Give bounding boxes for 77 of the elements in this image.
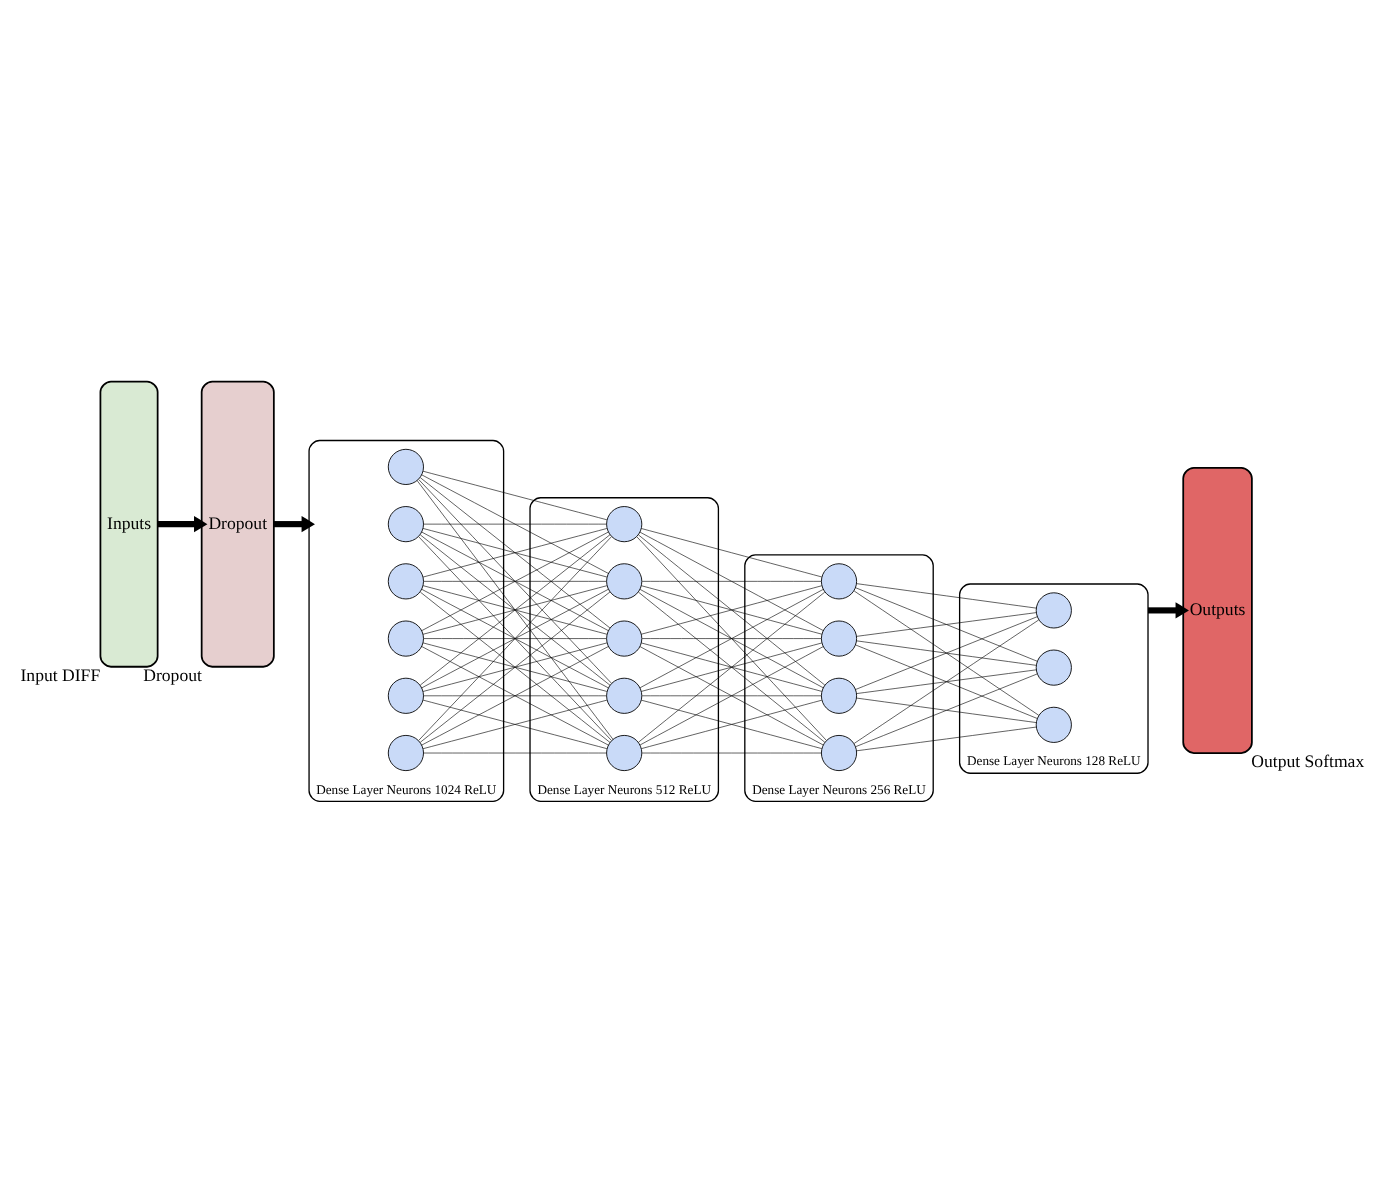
connector (416, 479, 614, 739)
connector (641, 751, 822, 753)
connector (418, 535, 612, 740)
node-circle (606, 676, 643, 713)
node-circle (820, 562, 858, 599)
connector (636, 535, 827, 740)
connector (641, 698, 823, 748)
node-box: Outputs (1182, 465, 1253, 753)
connector (856, 639, 1037, 665)
connector (423, 751, 607, 753)
connector (422, 527, 608, 577)
cluster (958, 582, 1149, 773)
connector (422, 698, 608, 748)
connector (422, 469, 608, 520)
node-label: Output Softmax (1251, 750, 1365, 771)
node-circle (1035, 648, 1072, 685)
connector (641, 527, 823, 577)
node-circle (820, 676, 858, 713)
node-box: Inputs (99, 379, 159, 667)
node-circle (1035, 591, 1072, 628)
connector (641, 584, 823, 634)
connector (856, 668, 1037, 693)
connector (422, 641, 608, 691)
node-circle (820, 733, 858, 771)
connector (641, 694, 822, 696)
connector (856, 725, 1037, 751)
node-label: Input DIFF (20, 663, 101, 684)
connector (420, 476, 611, 628)
connector (421, 587, 609, 688)
connector (855, 643, 1038, 718)
connector (855, 615, 1038, 689)
connector (639, 588, 824, 688)
connector (856, 611, 1037, 636)
connector (420, 590, 611, 742)
connector (638, 533, 826, 685)
connector (855, 672, 1038, 747)
connector (420, 533, 611, 685)
connector (421, 530, 609, 630)
connector (421, 645, 609, 745)
connector (641, 637, 822, 638)
connector (641, 580, 822, 581)
cluster (308, 438, 505, 802)
node-circle (387, 447, 424, 484)
connector (641, 641, 823, 691)
connector (423, 694, 607, 696)
node-circle (606, 733, 643, 771)
node-circle (387, 733, 424, 771)
connector (856, 696, 1037, 722)
connector (421, 473, 609, 573)
connector (855, 586, 1038, 661)
node-circle (1035, 705, 1072, 742)
node-circle (387, 562, 424, 599)
cluster (744, 553, 934, 802)
connector (856, 582, 1037, 608)
node-circle (387, 676, 424, 713)
connector (423, 580, 607, 581)
connector (638, 590, 826, 742)
arrow (273, 514, 315, 532)
connector (423, 522, 607, 524)
node-circle (387, 505, 424, 542)
node-circle (387, 619, 424, 656)
node-label: Dropout (143, 663, 202, 684)
connector (639, 530, 824, 630)
connector (418, 478, 612, 683)
connector (639, 645, 824, 745)
node-circle (606, 505, 643, 542)
arrow (1148, 601, 1189, 618)
node-circle (820, 619, 858, 656)
connector (423, 637, 607, 638)
connector (422, 584, 608, 634)
node-box: Dropout (200, 379, 275, 667)
connector (853, 618, 1039, 743)
connector (853, 589, 1039, 715)
cluster (529, 496, 720, 802)
node-circle (606, 619, 643, 656)
arrow (157, 514, 208, 532)
node-circle (606, 562, 643, 599)
